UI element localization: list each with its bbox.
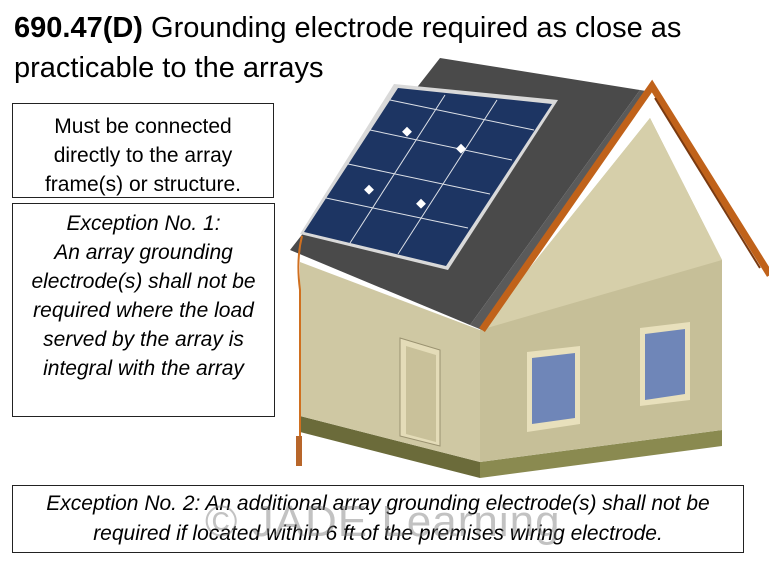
gable <box>480 118 722 330</box>
exception-2-box: Exception No. 2: An additional array gro… <box>12 485 744 553</box>
ground-rod <box>296 436 302 466</box>
window-left-glass <box>532 353 575 424</box>
exception-2-line-2: required if located within 6 ft of the p… <box>93 522 663 545</box>
code-reference: 690.47(D) <box>14 12 143 44</box>
exception-1-line: integral with the array <box>43 357 244 380</box>
window-right-glass <box>645 329 685 400</box>
exception-1-line: An array grounding <box>54 241 233 264</box>
note-line: directly to the array <box>53 144 233 167</box>
solar-panel <box>304 88 552 266</box>
connection-note-box: Must be connected directly to the array … <box>12 103 274 198</box>
foundation-side <box>480 430 722 478</box>
exception-1-line: served by the array is <box>43 328 244 351</box>
exception-1-line: required where the load <box>33 299 254 322</box>
ground-wire <box>297 235 303 440</box>
title-text-1: Grounding electrode required as close as <box>151 12 682 44</box>
title-text-2: practicable to the arrays <box>14 52 324 84</box>
note-line: frame(s) or structure. <box>44 173 242 196</box>
exception-2-line-1: Exception No. 2: An additional array gro… <box>46 492 710 515</box>
roof-trim-dark <box>654 97 761 269</box>
foundation <box>300 416 480 478</box>
exception-1-heading: Exception No. 1: <box>66 212 221 235</box>
page-title: 690.47(D) Grounding electrode required a… <box>14 8 754 88</box>
exception-1-box: Exception No. 1: An array grounding elec… <box>12 203 275 417</box>
door <box>406 346 436 442</box>
exception-1-line: electrode(s) shall not be <box>31 270 256 293</box>
roof-trim <box>479 79 769 333</box>
note-line: Must be connected <box>54 115 232 138</box>
